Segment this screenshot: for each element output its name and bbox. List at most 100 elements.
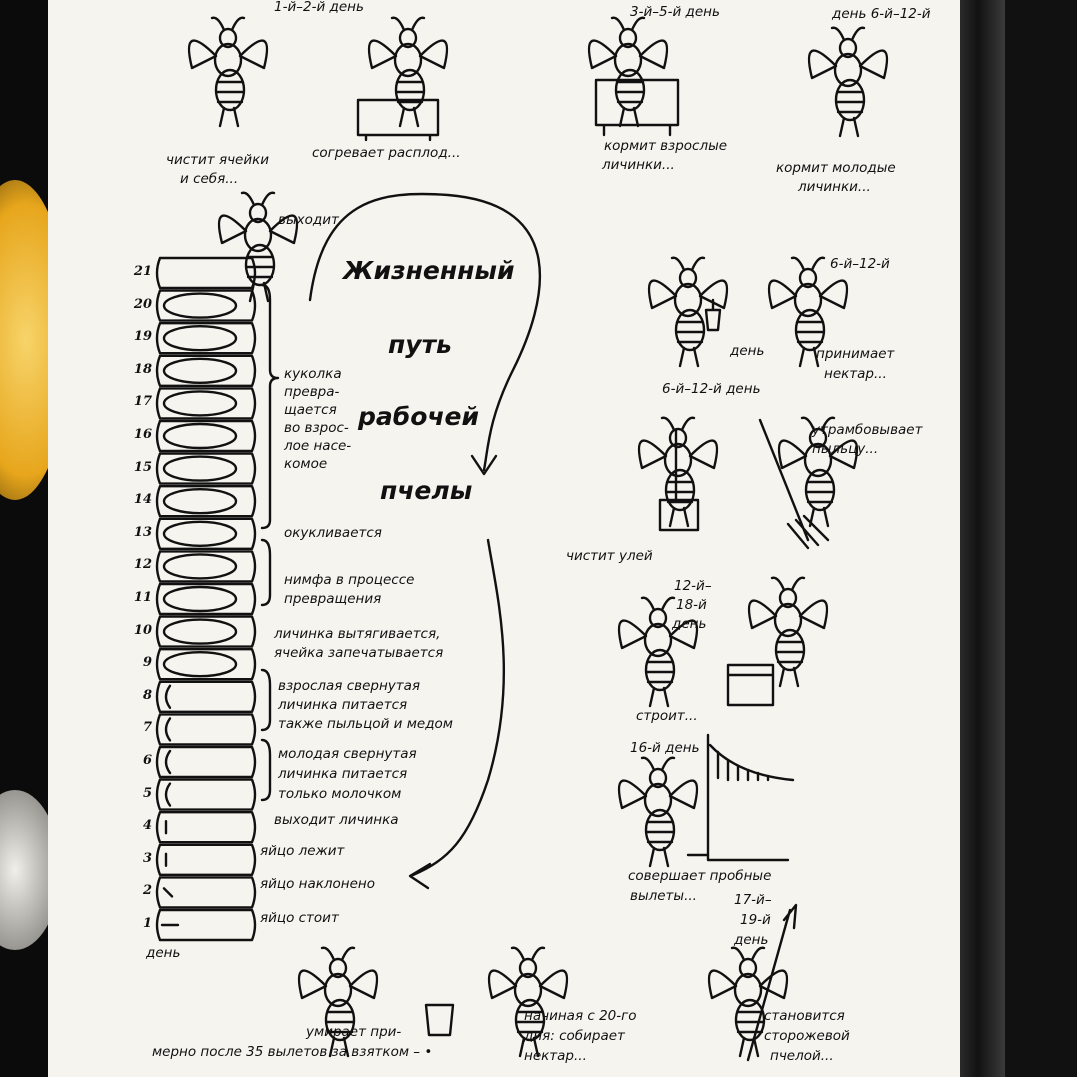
comb-cell	[155, 452, 257, 485]
comb-cell	[155, 908, 257, 942]
label-pupa-5: лое насе-	[284, 438, 352, 454]
stage-build-days-3: день	[672, 616, 707, 632]
bee-icon	[617, 596, 699, 708]
comb-cell	[155, 713, 257, 746]
pupa-shape	[162, 520, 238, 547]
bee-icon	[747, 576, 829, 688]
title-line-4: пчелы	[380, 476, 473, 505]
stage-dies-2: мерно после 35 вылетов за взятком – •	[152, 1044, 433, 1060]
day-number: 5	[142, 785, 152, 801]
comb-cell	[155, 811, 257, 844]
label-egg-stands: яйцо стоит	[260, 910, 339, 926]
stage-flight-2: вылеты...	[630, 888, 697, 904]
comb-cell	[155, 354, 257, 387]
pupa-shape	[162, 357, 238, 384]
stage-feed-young-2: личинки...	[798, 179, 871, 195]
comb-column	[155, 256, 257, 942]
bee-icon	[187, 16, 269, 128]
axis-label-day: день	[146, 945, 181, 961]
title-line-2: путь	[388, 330, 452, 359]
day-number: 4	[142, 818, 152, 834]
comb-cell	[155, 745, 257, 779]
right-dark-strip	[1005, 0, 1077, 1077]
comb-cell	[155, 843, 257, 876]
day-number: 6	[142, 753, 152, 768]
larva-shape	[162, 618, 238, 645]
label-young-larva-3: только молочком	[278, 786, 402, 802]
spear-icon	[746, 903, 798, 1062]
stage-dies-1: умирает при-	[306, 1024, 402, 1040]
day-number: 8	[142, 687, 152, 703]
comb-cell	[155, 289, 257, 322]
comb-cell	[155, 419, 257, 453]
stage-build-days-1: 12-й–	[674, 578, 712, 594]
stage-pollen-days: 6-й–12-й день	[662, 381, 761, 397]
broom-icon	[758, 418, 830, 550]
day-number: 2	[142, 883, 152, 899]
cradle-icon-2	[594, 78, 680, 137]
larva-curl	[164, 717, 172, 742]
stage-nectar-day-word: день	[730, 343, 765, 359]
stage-flight-1: совершает пробные	[628, 868, 772, 884]
arrowhead-top	[470, 454, 498, 476]
graph-icon	[686, 733, 795, 862]
day-number: 15	[133, 459, 152, 475]
stage-forage-2: дня: собирает	[524, 1028, 625, 1044]
label-pupa-6: комое	[284, 456, 328, 472]
larva-shape	[162, 651, 238, 678]
comb-cell	[155, 582, 257, 616]
day-number: 20	[133, 296, 152, 312]
day-number: 18	[133, 361, 152, 377]
label-nymph-2: превращения	[284, 591, 382, 607]
bee-icon	[587, 16, 669, 128]
label-pupates: окукливается	[284, 525, 382, 541]
title-line-1: Жизненный	[343, 256, 515, 285]
bee-icon	[367, 16, 449, 128]
label-pupa-1: куколка	[284, 366, 342, 382]
larva-curl	[164, 684, 172, 709]
larva-curl	[164, 782, 172, 807]
stage-feed-young-days: день 6-й–12-й	[832, 6, 931, 22]
comb-cell	[155, 680, 257, 713]
label-nymph-1: нимфа в процессе	[284, 572, 415, 588]
label-adult-larva-3: также пыльцой и медом	[278, 716, 453, 732]
label-pupa-4: во взрос-	[284, 420, 349, 436]
lifecycle-arrow-bottom	[411, 538, 506, 877]
comb-cell	[155, 485, 257, 518]
stage-nectar-1: принимает	[816, 346, 895, 362]
stage-clean-days: 1-й–2-й день	[274, 0, 364, 15]
stage-pollen-1: утрамбовывает	[812, 422, 923, 438]
day-number: 1	[142, 916, 152, 931]
bee-icon	[487, 946, 569, 1058]
pupa-shape	[162, 455, 238, 482]
pupa-shape	[162, 292, 238, 319]
label-young-larva-2: личинка питается	[278, 766, 408, 782]
pupa-shape	[162, 390, 238, 417]
stage-guard-1: становится	[764, 1008, 845, 1024]
stage-build: строит...	[636, 708, 698, 724]
day-number: 11	[133, 590, 152, 605]
bee-icon	[807, 26, 889, 138]
stage-guard-days-2: 19-й	[740, 912, 771, 928]
stage-clean-1: чистит ячейки	[166, 152, 270, 168]
label-adult-larva-2: личинка питается	[278, 697, 408, 713]
build-box	[726, 663, 775, 707]
stage-feed-young-1: кормит молодые	[776, 160, 896, 176]
pupa-shape	[162, 325, 238, 352]
bee-icon	[777, 416, 859, 528]
comb-cell	[155, 387, 257, 420]
bee-icon	[617, 756, 699, 868]
day-number: 17	[133, 394, 152, 410]
bee-icon	[217, 191, 299, 303]
bee-icon	[637, 416, 719, 528]
day-number: 10	[133, 622, 152, 638]
larva-curl	[164, 749, 172, 775]
stage-flight-days: 16-й день	[630, 740, 700, 756]
day-number: 21	[133, 264, 152, 279]
bee-icon	[297, 946, 379, 1058]
label-stretch-2: ячейка запечатывается	[274, 645, 444, 661]
stage-forage-3: нектар...	[524, 1048, 587, 1064]
label-egg-tilted: яйцо наклонено	[260, 876, 375, 892]
day-number: 9	[142, 655, 152, 671]
